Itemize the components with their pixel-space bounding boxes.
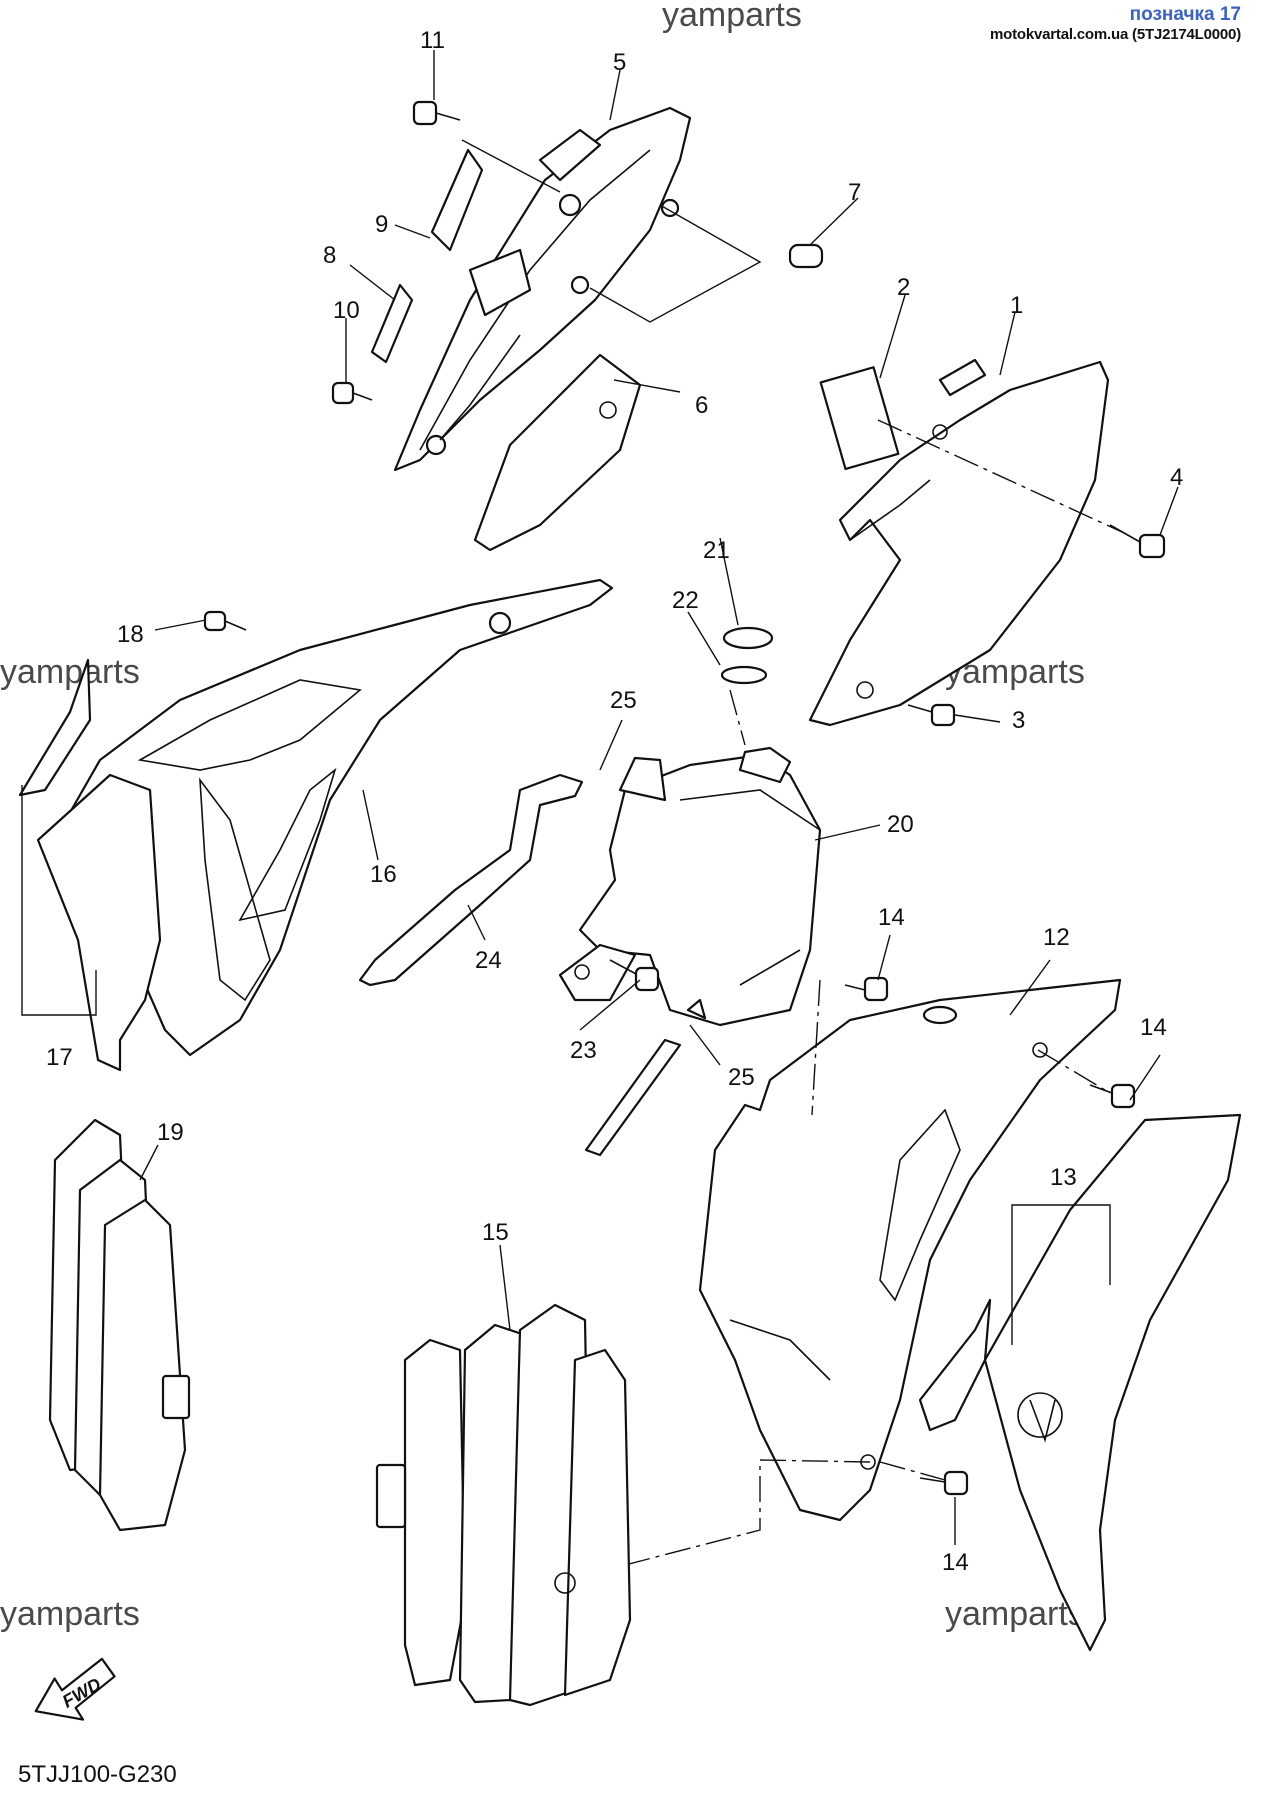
callout-21: 21 (703, 537, 730, 564)
callout-3: 3 (1012, 707, 1025, 734)
part-shroud-right (698, 978, 1122, 1522)
callout-6: 6 (695, 392, 708, 419)
bolt-icon (907, 703, 956, 727)
watermark: yamparts (0, 1595, 140, 1633)
callout-18: 18 (117, 621, 144, 648)
part-lower-hose (584, 1038, 682, 1157)
callout-25b: 25 (728, 1064, 755, 1091)
callout-1: 1 (1010, 292, 1023, 319)
callout-14b: 14 (1140, 1014, 1167, 1041)
callout-14c: 14 (942, 1549, 969, 1576)
callout-16: 16 (370, 861, 397, 888)
part-panel (473, 353, 642, 552)
bolt-icon (203, 610, 247, 632)
part-pad-8 (370, 283, 414, 364)
site-code: motokvartal.com.ua (5TJ2174L0000) (989, 26, 1241, 43)
bolt-icon (844, 976, 889, 1002)
bolt-icon (919, 1470, 969, 1496)
callout-12: 12 (1043, 924, 1070, 951)
part-decal-17 (36, 773, 162, 1072)
callout-20: 20 (887, 811, 914, 838)
callout-11: 11 (420, 27, 445, 54)
callout-23: 23 (570, 1037, 597, 1064)
callout-5: 5 (613, 49, 626, 76)
part-coolant-tank (558, 746, 822, 1027)
callout-25: 25 (610, 687, 637, 714)
callout-14: 14 (878, 904, 905, 931)
header: позначка 17 motokvartal.com.ua (5TJ2174L… (990, 4, 1241, 44)
part-shroud-left (58, 578, 614, 1057)
callout-2: 2 (897, 274, 910, 301)
part-side-cover-right (808, 358, 1110, 727)
fwd-arrow-icon: FWD (34, 1657, 116, 1721)
label-sticker (819, 366, 900, 471)
diagram-code: 5TJJ100-G230 (18, 1761, 177, 1788)
watermark: yamparts (0, 653, 140, 691)
callout-24: 24 (475, 947, 502, 974)
bolt-icon (412, 100, 461, 126)
part-hose (358, 773, 584, 987)
callout-8: 8 (323, 242, 336, 269)
bolt-icon (609, 959, 660, 992)
callout-10: 10 (333, 297, 360, 324)
page-marker-link[interactable]: позначка 17 (1129, 4, 1241, 25)
collar-icon (788, 243, 824, 269)
bolt-icon (331, 381, 373, 405)
callout-15: 15 (482, 1219, 509, 1246)
part-decal-17b (18, 658, 92, 797)
cap-icon (722, 626, 774, 650)
callout-19: 19 (157, 1119, 184, 1146)
callout-17: 17 (46, 1044, 73, 1071)
part-side-cover-left (393, 106, 692, 472)
part-radiator-guard-15 (375, 1303, 632, 1707)
callout-9: 9 (375, 211, 388, 238)
callout-13: 13 (1050, 1164, 1077, 1191)
watermark: yamparts (945, 1595, 1085, 1633)
callout-22: 22 (672, 587, 699, 614)
part-radiator-guard-19 (48, 1118, 191, 1532)
bolt-icon (1089, 1083, 1136, 1109)
callout-7: 7 (848, 179, 861, 206)
bolt-icon (1109, 524, 1166, 559)
part-pad-9 (430, 148, 484, 252)
watermark: yamparts (662, 0, 802, 34)
part-decal-13 (983, 1113, 1242, 1652)
callout-4: 4 (1170, 464, 1183, 491)
